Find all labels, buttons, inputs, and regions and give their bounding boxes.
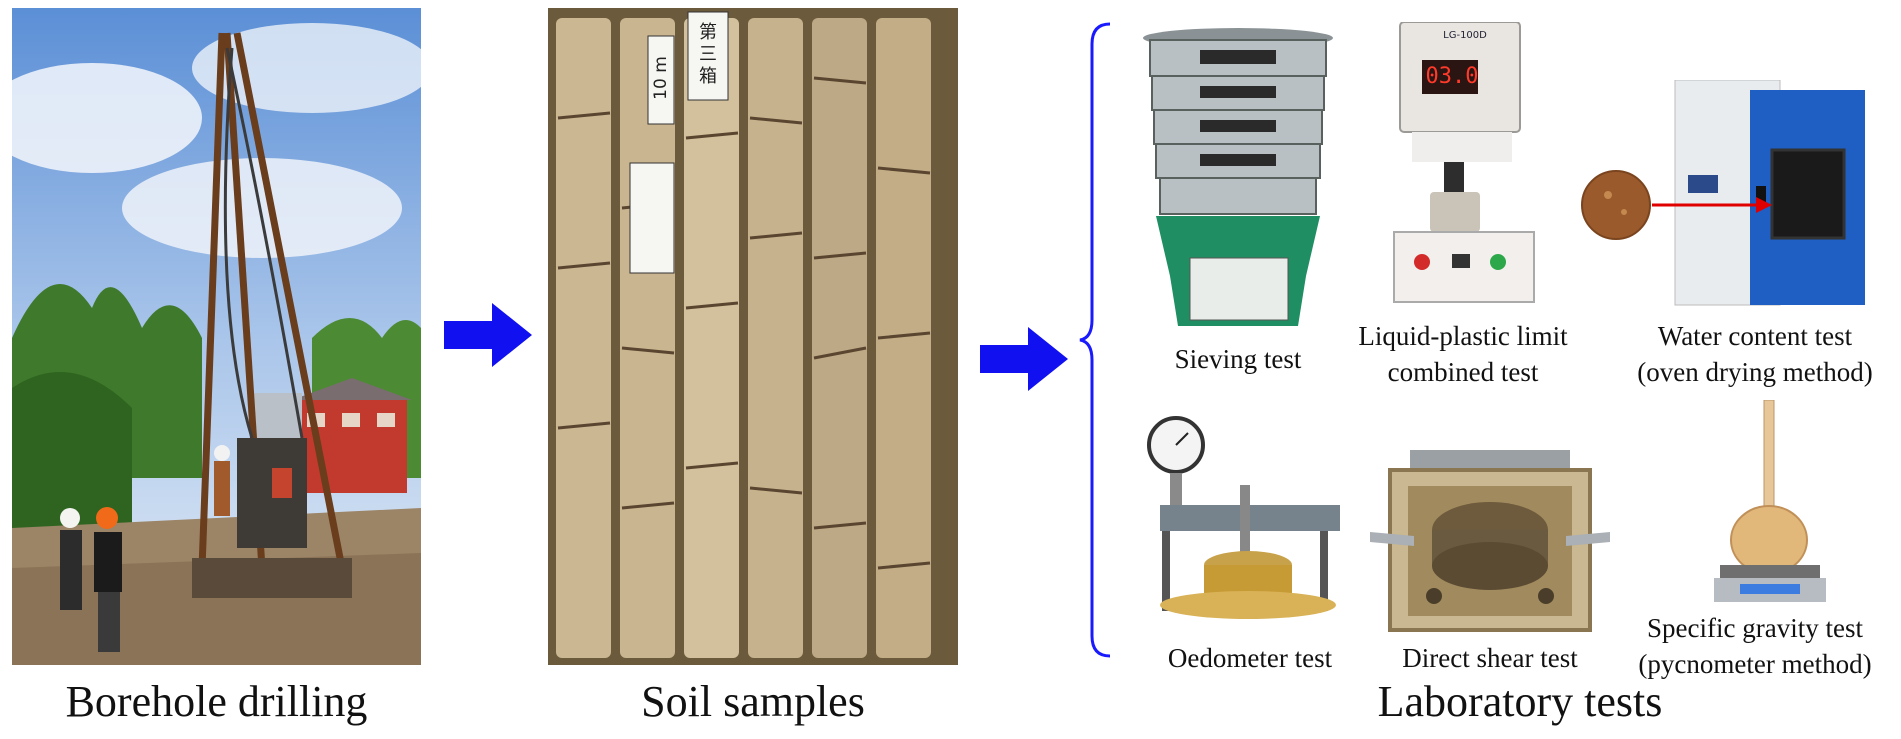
- liquid-plastic-apparatus: 03.0 LG-100D: [1390, 22, 1540, 322]
- borehole-caption: Borehole drilling: [65, 677, 368, 726]
- direct-shear-caption: Direct shear test: [1370, 640, 1610, 676]
- water-content-caption-line2: (oven drying method): [1637, 357, 1873, 387]
- water-content-caption: Water content test (oven drying method): [1620, 318, 1890, 390]
- lp-display: 03.0: [1425, 64, 1479, 89]
- lp-model-label: LG-100D: [1443, 30, 1487, 41]
- lab-caption: Laboratory tests: [1377, 677, 1663, 726]
- liquid-plastic-caption: Liquid-plastic limit combined test: [1338, 318, 1588, 390]
- soil-samples-photo: 10 m 第三箱: [548, 8, 958, 665]
- direct-shear-caption-line1: Direct shear test: [1402, 643, 1578, 673]
- soil-box-label: 第三箱: [699, 22, 717, 87]
- direct-shear-apparatus: [1370, 450, 1610, 635]
- bracket-icon: [1076, 20, 1116, 660]
- specific-gravity-apparatus: [1710, 400, 1830, 610]
- soil-caption: Soil samples: [641, 677, 865, 726]
- liquid-plastic-caption-line1: Liquid-plastic limit: [1358, 321, 1568, 351]
- sieving-caption: Sieving test: [1138, 341, 1338, 377]
- water-content-apparatus: [1580, 80, 1880, 310]
- soil-depth-label: 10 m: [651, 56, 671, 100]
- flow-arrow-icon: [444, 303, 532, 367]
- specific-gravity-caption-line1: Specific gravity test: [1647, 613, 1863, 643]
- oedometer-caption: Oedometer test: [1140, 640, 1360, 676]
- oedometer-caption-line1: Oedometer test: [1167, 643, 1333, 673]
- liquid-plastic-caption-line2: combined test: [1387, 357, 1539, 387]
- specific-gravity-caption-line2: (pycnometer method): [1638, 649, 1872, 679]
- oedometer-apparatus: [1140, 415, 1340, 625]
- sieving-caption-line1: Sieving test: [1174, 344, 1302, 374]
- specific-gravity-caption: Specific gravity test (pycnometer method…: [1620, 610, 1890, 682]
- sieving-apparatus: [1138, 26, 1338, 336]
- borehole-photo: [12, 8, 421, 665]
- flow-arrow-icon: [980, 327, 1068, 391]
- water-content-caption-line1: Water content test: [1657, 321, 1853, 351]
